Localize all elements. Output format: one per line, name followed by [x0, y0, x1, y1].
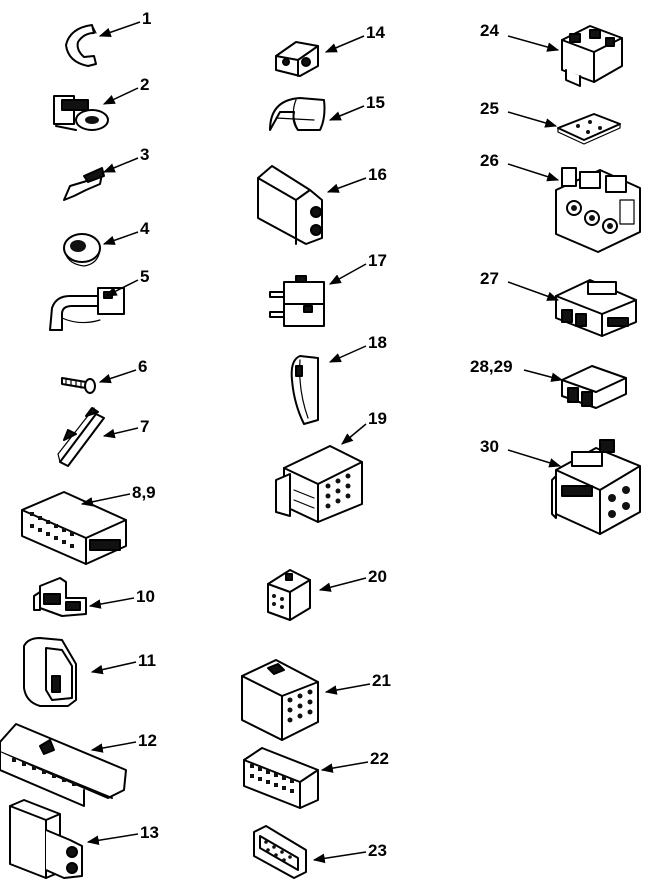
leader-3 [102, 157, 139, 173]
label-23: 23 [368, 841, 387, 860]
leader-20 [318, 577, 367, 592]
leader-1 [98, 21, 141, 37]
part-18-clip [290, 355, 319, 425]
leader-15 [328, 105, 365, 121]
label-27: 27 [480, 269, 499, 288]
label-18: 18 [368, 333, 387, 352]
leader-16 [326, 177, 367, 193]
part-22-housing [243, 747, 319, 809]
part-23-connector [253, 825, 307, 879]
part-14-connector [275, 41, 319, 77]
leader-25 [507, 111, 558, 128]
leader-19 [341, 423, 367, 445]
label-14: 14 [366, 23, 385, 42]
label-15: 15 [366, 93, 385, 112]
label-3: 3 [140, 145, 149, 164]
leader-27 [507, 281, 560, 301]
part-5-cable-clamp [49, 287, 125, 331]
label-21: 21 [372, 671, 391, 690]
leader-18 [328, 345, 367, 363]
label-4: 4 [140, 219, 150, 238]
label-30: 30 [480, 437, 499, 456]
part-27-connector [555, 279, 637, 337]
leader-6 [98, 369, 137, 384]
part-12-strip [0, 723, 127, 807]
label-20: 20 [368, 567, 387, 586]
part-19-housing [275, 445, 363, 523]
label-12: 12 [138, 731, 157, 750]
label-11: 11 [138, 651, 156, 670]
part-6-screw [61, 377, 96, 394]
part-21-cube [241, 659, 319, 741]
leader-12 [90, 741, 137, 753]
part-15-sleeve [269, 97, 326, 131]
part-20-cube [267, 569, 311, 621]
label-22: 22 [370, 749, 389, 768]
part-13-connector [9, 799, 83, 879]
label-24: 24 [480, 21, 499, 40]
part-7-spacer [57, 407, 105, 467]
part-4-grommet [63, 233, 101, 267]
label-28-29: 28,29 [470, 357, 513, 376]
label-16: 16 [368, 165, 387, 184]
part-30-block [551, 439, 641, 535]
part-3-strap [63, 167, 105, 201]
label-10: 10 [136, 587, 155, 606]
leader-28-29 [523, 369, 564, 382]
part-2-clamp [53, 95, 109, 131]
leader-30 [507, 449, 562, 468]
part-16-housing [257, 165, 323, 245]
leader-13 [86, 833, 139, 846]
part-8-9-housing [21, 491, 127, 565]
leader-7 [102, 427, 139, 439]
part-24-terminal-block [561, 25, 623, 87]
leader-4 [102, 231, 139, 245]
leader-24 [507, 35, 560, 52]
leader-26 [507, 163, 560, 182]
leader-10 [88, 597, 135, 609]
leader-5 [104, 279, 139, 297]
leader-14 [324, 35, 365, 53]
leader-23 [312, 851, 367, 864]
label-13: 13 [140, 823, 159, 842]
label-8-9: 8,9 [132, 483, 156, 502]
part-28-29-terminals [561, 365, 627, 409]
label-19: 19 [368, 409, 387, 428]
leader-2 [102, 87, 139, 105]
label-7: 7 [140, 417, 149, 436]
part-17-plug [269, 275, 325, 327]
leader-8-9 [80, 493, 131, 507]
label-1: 1 [142, 9, 151, 28]
label-17: 17 [368, 251, 387, 270]
part-10-connector [33, 577, 87, 617]
part-25-plate [557, 113, 621, 145]
label-2: 2 [140, 75, 149, 94]
leader-22 [320, 761, 369, 773]
label-6: 6 [138, 357, 147, 376]
label-26: 26 [480, 151, 499, 170]
leader-11 [90, 661, 137, 675]
label-5: 5 [140, 267, 149, 286]
part-26-housing-bank [555, 167, 641, 253]
label-25: 25 [480, 99, 499, 118]
part-11-housing [23, 637, 77, 707]
leader-21 [324, 683, 371, 695]
part-1-clip [65, 24, 97, 67]
leader-17 [328, 263, 367, 285]
